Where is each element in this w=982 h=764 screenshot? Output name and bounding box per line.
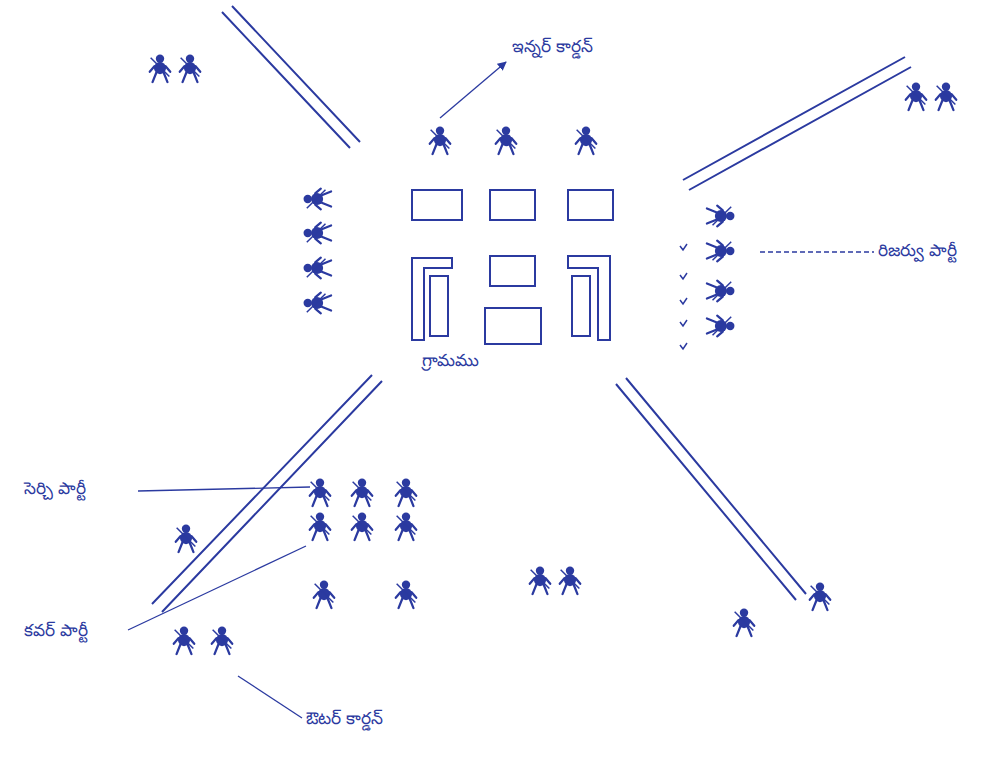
building <box>412 190 613 344</box>
road <box>152 6 911 612</box>
callout-label: ఔటర్ కార్డన్ <box>306 708 383 728</box>
callout-label: ఇన్నర్ కార్డన్ <box>512 36 593 56</box>
tick-mark <box>680 244 687 349</box>
area-label: గ్రామము <box>422 350 479 370</box>
callout-label: సెర్చి పార్టీ <box>24 478 86 498</box>
callout-label: కవర్ పార్టీ <box>24 620 88 640</box>
leader-line <box>128 62 874 718</box>
callout-label: రిజర్వు పార్టీ <box>878 240 957 260</box>
policeman-figure <box>150 55 957 655</box>
